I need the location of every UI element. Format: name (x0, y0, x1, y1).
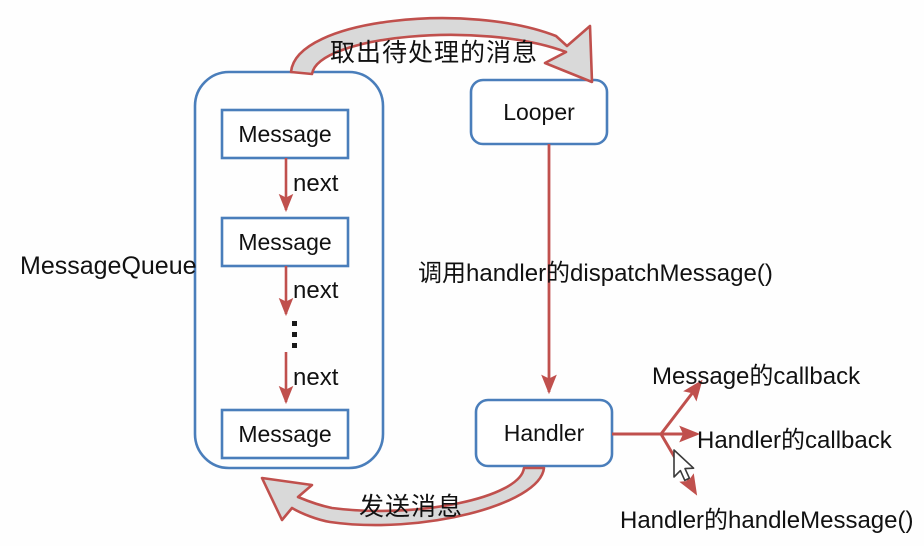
edge-label-handler-to-queue: 发送消息 (359, 494, 464, 521)
branch-label-handler-callback: Handler的callback (697, 427, 892, 454)
looper-box (469, 78, 609, 146)
edge-label-queue-to-looper: 取出待处理的消息 (330, 40, 539, 67)
next-label-3: next (293, 364, 339, 391)
edge-label-looper-to-handler: 调用handler的dispatchMessage() (418, 260, 773, 287)
next-label-2: next (293, 277, 339, 304)
message-queue-container (193, 70, 385, 470)
handler-to-queue-block-arrow (260, 466, 546, 527)
branch-arrow-message-callback (659, 379, 703, 435)
message-box-2 (220, 216, 350, 268)
branch-label-handle-message: Handler的handleMessage() (620, 507, 914, 534)
message-queue-label: MessageQueue (20, 252, 197, 280)
message-box-1 (220, 108, 350, 160)
queue-to-looper-block-arrow (289, 16, 594, 84)
ellipsis-dot-1 (292, 321, 297, 326)
next-label-1: next (293, 170, 339, 197)
branch-label-message-callback: Message的callback (652, 363, 861, 390)
ellipsis-dot-2 (292, 332, 297, 337)
message-box-3 (220, 408, 350, 460)
mouse-pointer-icon (673, 449, 695, 482)
ellipsis-dot-3 (292, 343, 297, 348)
handler-box (474, 398, 614, 468)
